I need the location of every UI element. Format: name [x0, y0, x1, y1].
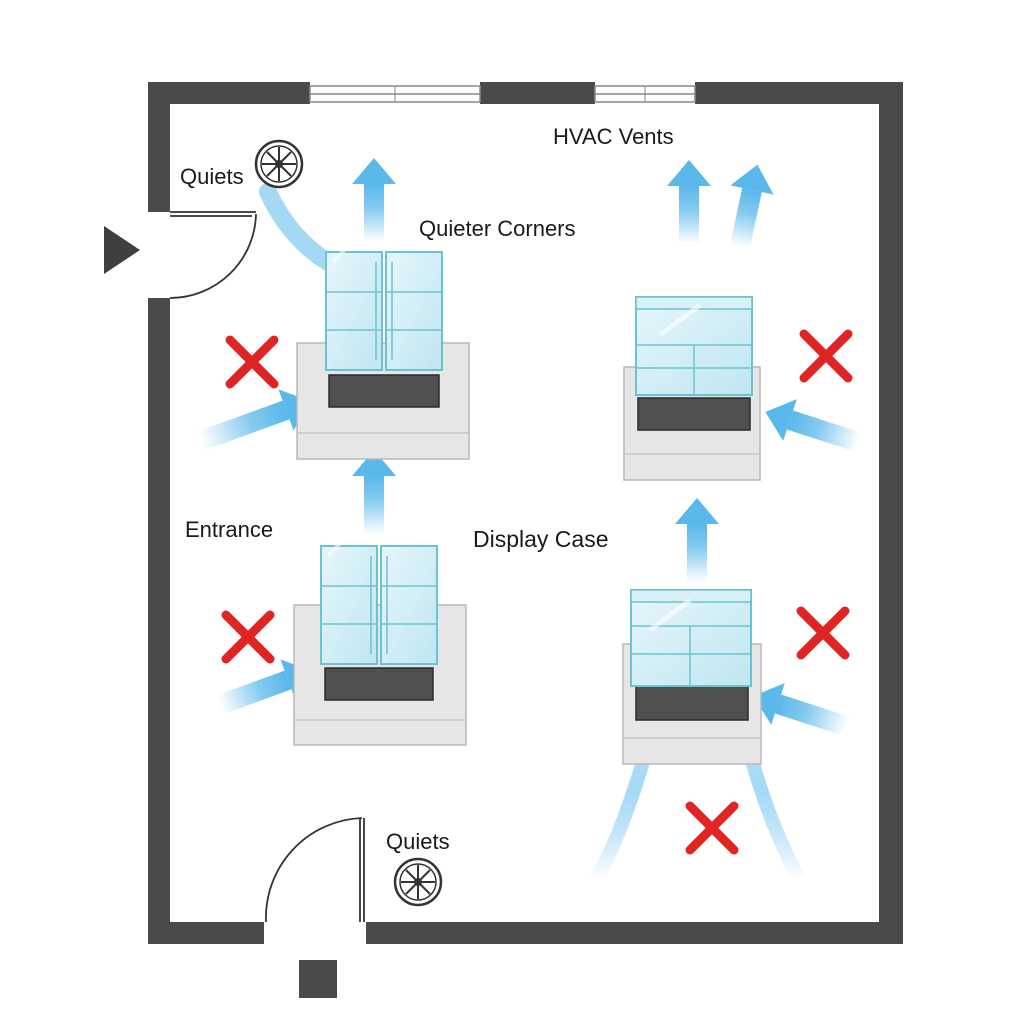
- door-swing-icon: [169, 211, 257, 299]
- door-swing-icon: [265, 817, 365, 923]
- fan-icon: [254, 139, 304, 189]
- label-display-case: Display Case: [473, 526, 609, 552]
- display-case-icon: [296, 240, 470, 460]
- display-case-icon: [623, 296, 761, 481]
- label-quieter-corners: Quieter Corners: [419, 216, 576, 241]
- window-top-left: [309, 85, 481, 103]
- label-hvac-vents: HVAC Vents: [553, 124, 674, 149]
- label-entrance: Entrance: [185, 517, 274, 542]
- window-top-right: [594, 85, 696, 103]
- exit-marker-icon: [299, 960, 337, 998]
- fan-icon: [393, 857, 443, 907]
- label-quiets-bottom: Quiets: [386, 829, 450, 854]
- display-case-icon: [622, 589, 762, 765]
- entrance-marker-icon: [104, 226, 140, 274]
- label-quiets-top: Quiets: [180, 164, 244, 189]
- walls: [148, 82, 903, 944]
- display-case-icon: [293, 534, 467, 746]
